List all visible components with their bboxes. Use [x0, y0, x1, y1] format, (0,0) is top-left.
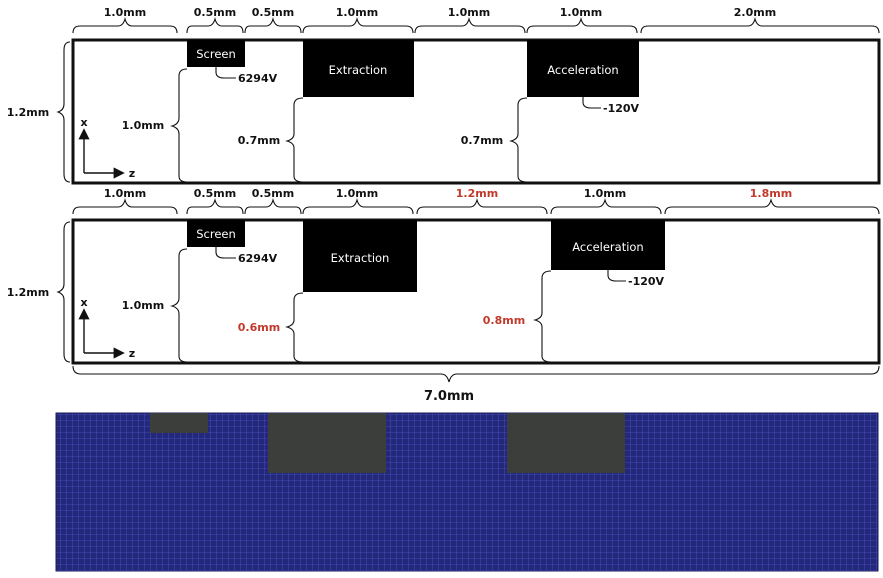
dim-label: 0.5mm — [252, 6, 294, 19]
dim-label: 1.0mm — [448, 6, 490, 19]
domain-box — [71, 38, 881, 185]
mesh-view — [55, 412, 879, 572]
acceleration-voltage-leader — [582, 97, 601, 109]
screen-voltage-leader — [215, 67, 236, 79]
mesh-extraction-electrode — [268, 413, 386, 473]
x-axis-label: x — [80, 116, 87, 129]
dim-label: 1.0mm — [336, 187, 378, 200]
acceleration-label: Acceleration — [572, 240, 643, 254]
acceleration-gap-brace — [533, 270, 552, 363]
z-axis-label: z — [129, 167, 135, 180]
screen-voltage: 6294V — [238, 72, 278, 85]
axis-indicator: x z — [78, 116, 135, 180]
screen-gap-label: 1.0mm — [122, 119, 164, 132]
height-brace — [56, 41, 71, 183]
dim-label: 1.0mm — [104, 6, 146, 19]
acceleration-gap-brace — [509, 97, 528, 183]
acceleration-gap-label-changed: 0.8mm — [483, 314, 525, 327]
screen-gap-brace — [170, 68, 188, 183]
dim-label: 0.5mm — [194, 6, 236, 19]
dim-label: 0.5mm — [252, 187, 294, 200]
screen-gap-brace — [170, 248, 188, 363]
extraction-electrode — [303, 40, 414, 97]
acceleration-label: Acceleration — [547, 63, 618, 77]
top-dimension-braces — [72, 17, 880, 34]
dim-label-changed: 1.8mm — [750, 187, 792, 200]
top-dimension-labels: 1.0mm 0.5mm 0.5mm 1.0mm 1.2mm 1.0mm 1.8m… — [104, 187, 792, 200]
acceleration-gap-label: 0.7mm — [461, 134, 503, 147]
x-axis-label: x — [80, 296, 87, 309]
acceleration-voltage: -120V — [628, 275, 665, 288]
acceleration-electrode — [551, 220, 665, 270]
extraction-label: Extraction — [329, 63, 388, 77]
screen-label: Screen — [196, 47, 236, 61]
screen-voltage: 6294V — [238, 252, 278, 265]
mesh-grid — [56, 413, 878, 571]
screen-electrode — [187, 220, 245, 247]
total-length-brace — [72, 365, 880, 383]
mesh-screen-electrode — [150, 413, 208, 433]
extraction-gap-label-changed: 0.6mm — [238, 321, 280, 334]
top-dimension-braces — [72, 198, 880, 215]
mesh-acceleration-electrode — [507, 413, 625, 473]
axis-indicator: x z — [78, 296, 135, 360]
extraction-gap-brace — [285, 292, 304, 363]
diagram-modified: 1.0mm 0.5mm 0.5mm 1.0mm 1.2mm 1.0mm 1.8m… — [7, 187, 881, 404]
dim-label: 1.0mm — [104, 187, 146, 200]
height-brace — [56, 221, 71, 363]
dim-label: 2.0mm — [734, 6, 776, 19]
dim-label: 1.0mm — [560, 6, 602, 19]
z-axis-label: z — [129, 347, 135, 360]
top-dimension-labels: 1.0mm 0.5mm 0.5mm 1.0mm 1.0mm 1.0mm 2.0m… — [104, 6, 776, 19]
height-label: 1.2mm — [7, 286, 49, 299]
screen-label: Screen — [196, 227, 236, 241]
extraction-gap-label: 0.7mm — [238, 134, 280, 147]
screen-voltage-leader — [215, 247, 236, 259]
dim-label: 1.0mm — [336, 6, 378, 19]
height-label: 1.2mm — [7, 106, 49, 119]
mesh-border — [55, 412, 879, 572]
screen-electrode — [187, 40, 245, 67]
extraction-gap-brace — [285, 97, 304, 183]
acceleration-voltage-leader — [607, 270, 626, 282]
acceleration-electrode — [527, 40, 639, 97]
domain-box — [71, 218, 881, 365]
screen-gap-label: 1.0mm — [122, 299, 164, 312]
extraction-label: Extraction — [331, 251, 390, 265]
diagram-original: 1.0mm 0.5mm 0.5mm 1.0mm 1.0mm 1.0mm 2.0m… — [7, 6, 881, 185]
dim-label: 1.0mm — [584, 187, 626, 200]
total-length-label: 7.0mm — [424, 389, 474, 404]
dim-label: 0.5mm — [194, 187, 236, 200]
dim-label-changed: 1.2mm — [456, 187, 498, 200]
acceleration-voltage: -120V — [603, 102, 640, 115]
extraction-electrode — [303, 220, 417, 292]
